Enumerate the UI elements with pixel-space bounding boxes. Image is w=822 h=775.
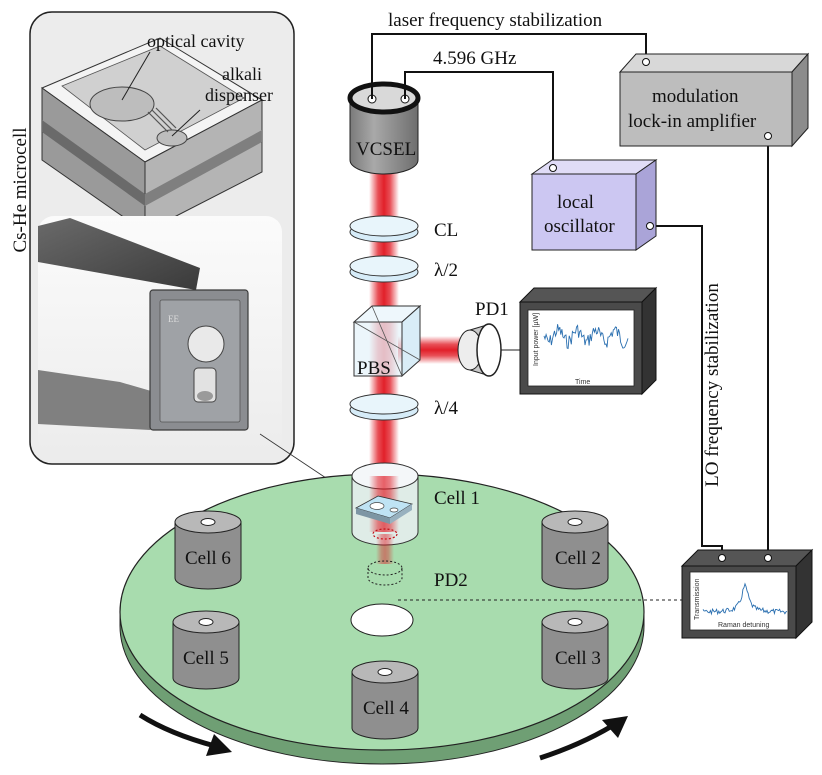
pd1-x-label: Time bbox=[575, 379, 590, 386]
cylindrical-lens bbox=[349, 215, 419, 243]
spec-x-label: Raman detuning bbox=[718, 622, 769, 629]
local-osc-line2: oscillator bbox=[544, 216, 615, 237]
pd1-y-label: Input power [µW] bbox=[533, 313, 540, 366]
spec-y-label: Transmission bbox=[694, 579, 701, 620]
photodiode-2 bbox=[367, 534, 403, 586]
cell-label: Cell 4 bbox=[363, 698, 409, 719]
cell-label: Cell 3 bbox=[555, 648, 601, 669]
cell-3[interactable]: Cell 3 bbox=[541, 610, 609, 690]
cell-window bbox=[567, 518, 583, 526]
alkali-label: alkali bbox=[222, 64, 262, 84]
pd1-trace bbox=[543, 324, 629, 350]
spectrum-trace bbox=[702, 582, 788, 616]
quarter-wave-plate bbox=[349, 393, 419, 421]
optical-cavity-label: optical cavity bbox=[147, 31, 244, 51]
cell-1-label: Cell 1 bbox=[434, 488, 480, 509]
pd1-label: PD1 bbox=[475, 299, 509, 320]
pd2-label: PD2 bbox=[434, 570, 468, 591]
cell-body bbox=[172, 621, 240, 690]
wiring bbox=[371, 33, 769, 555]
local-oscillator[interactable]: local oscillator bbox=[530, 159, 658, 251]
cell-window bbox=[198, 618, 214, 626]
lockin-line2: lock-in amplifier bbox=[628, 111, 757, 132]
cell-body bbox=[541, 521, 609, 590]
cell-4[interactable]: Cell 4 bbox=[351, 660, 419, 740]
lo-stab-label: LO frequency stabilization bbox=[702, 283, 723, 487]
cell-body bbox=[174, 521, 242, 590]
inset-title: Cs-He microcell bbox=[10, 127, 31, 252]
cell-label: Cell 5 bbox=[183, 648, 229, 669]
pd1-monitor: Input power [µW] Time bbox=[518, 286, 658, 396]
spectrum-monitor: Transmission Raman detuning bbox=[680, 548, 814, 640]
lockin-amplifier[interactable]: modulation lock-in amplifier bbox=[618, 52, 810, 148]
cell-label: Cell 2 bbox=[555, 548, 601, 569]
cell-6[interactable]: Cell 6 bbox=[174, 510, 242, 590]
half-wave-label: λ/2 bbox=[434, 260, 458, 281]
laser-stab-label: laser frequency stabilization bbox=[388, 10, 603, 31]
dispenser-label: dispenser bbox=[205, 85, 273, 105]
cell-1[interactable] bbox=[351, 462, 419, 546]
microcell-inset: Cs-He microcell optical cavity alkali di… bbox=[10, 11, 357, 499]
cell-window bbox=[377, 668, 393, 676]
microcell-photo: EE bbox=[38, 216, 282, 456]
cell-window bbox=[567, 618, 583, 626]
cell-5[interactable]: Cell 5 bbox=[172, 610, 240, 690]
pbs-label: PBS bbox=[357, 358, 391, 379]
half-wave-plate bbox=[349, 255, 419, 283]
cell-window bbox=[200, 518, 216, 526]
cell-label: Cell 6 bbox=[185, 548, 231, 569]
chip-marking: EE bbox=[168, 314, 179, 324]
cl-label: CL bbox=[434, 220, 458, 241]
microcell-chip-drawing bbox=[40, 37, 264, 233]
cell-body bbox=[541, 621, 609, 690]
lockin-line1: modulation bbox=[652, 86, 739, 107]
quarter-wave-label: λ/4 bbox=[434, 398, 458, 419]
cell-2[interactable]: Cell 2 bbox=[541, 510, 609, 590]
vcsel-label: VCSEL bbox=[356, 139, 416, 160]
cell-body bbox=[351, 671, 419, 740]
freq-label: 4.596 GHz bbox=[433, 48, 516, 69]
vcsel[interactable]: VCSEL bbox=[347, 81, 421, 175]
local-osc-line1: local bbox=[557, 192, 594, 213]
polarizing-beam-splitter bbox=[352, 304, 422, 378]
cells-layer: Cell 2 Cell 3 Cell 4 Cell 5 Cell 6 bbox=[172, 510, 609, 740]
photodiode-1 bbox=[457, 323, 520, 377]
